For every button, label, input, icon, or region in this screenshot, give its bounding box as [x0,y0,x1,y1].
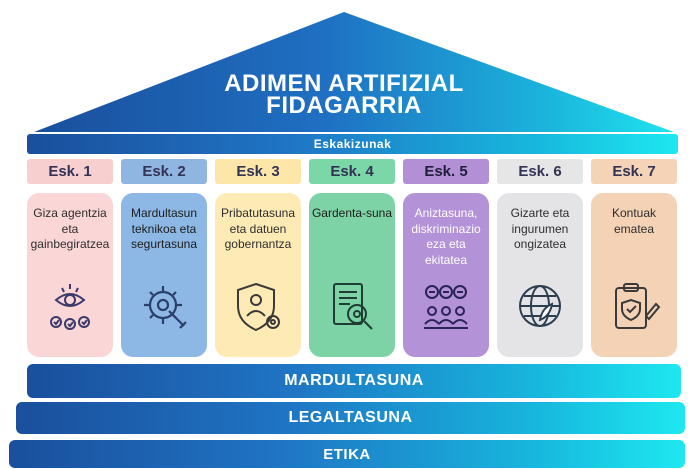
requirement-card-4: Gardenta-suna [309,193,395,357]
requirement-card-3: Pribatutasuna eta datuen gobernantza [215,193,301,357]
requirement-card-1: Giza agentzia eta gainbegiratzea [27,193,113,357]
title-line-2: FIDAGARRIA [266,92,422,119]
requirement-label-5: Esk. 5 [403,159,489,184]
foundation-legaltasuna: LEGALTASUNA [16,402,685,434]
requirement-description-7: Kontuak ematea [611,206,657,236]
requirement-card-6: Gizarte eta ingurumen ongizatea [497,193,583,357]
requirement-description-2: Mardultasun teknikoa eta segurtasuna [130,206,198,251]
foundation-etika: ETIKA [9,440,685,468]
document-magnifier-icon [324,278,380,336]
requirement-label-1: Esk. 1 [27,159,113,184]
requirement-description-1: Giza agentzia eta gainbegiratzea [30,206,110,251]
requirement-label-7: Esk. 7 [591,159,677,184]
roof [34,12,674,132]
requirement-card-5: Aniztasuna, diskriminazio eza eta ekitat… [403,193,489,357]
requirement-card-7: Kontuak ematea [591,193,677,357]
requirement-card-2: Mardultasun teknikoa eta segurtasuna [121,193,207,357]
requirement-description-3: Pribatutasuna eta datuen gobernantza [220,206,296,251]
clipboard-check-icon [606,278,662,336]
requirement-label-3: Esk. 3 [215,159,301,184]
shield-user-gear-icon [230,278,286,336]
globe-leaf-icon [512,278,568,336]
gear-wrench-icon [136,278,192,336]
requirement-description-6: Gizarte eta ingurumen ongizatea [510,206,570,251]
title-line-1: ADIMEN ARTIFIZIAL [224,70,464,97]
requirement-description-4: Gardenta-suna [311,206,393,220]
requirement-label-2: Esk. 2 [121,159,207,184]
requirement-description-5: Aniztasuna, diskriminazio eza eta ekitat… [411,206,481,267]
foundation-mardultasuna: MARDULTASUNA [27,364,681,398]
requirement-label-6: Esk. 6 [497,159,583,184]
requirement-label-4: Esk. 4 [309,159,395,184]
eye-supervision-icon [42,278,98,336]
requirements-bar: Eskakizunak [27,134,678,154]
diverse-people-icon [418,278,474,336]
